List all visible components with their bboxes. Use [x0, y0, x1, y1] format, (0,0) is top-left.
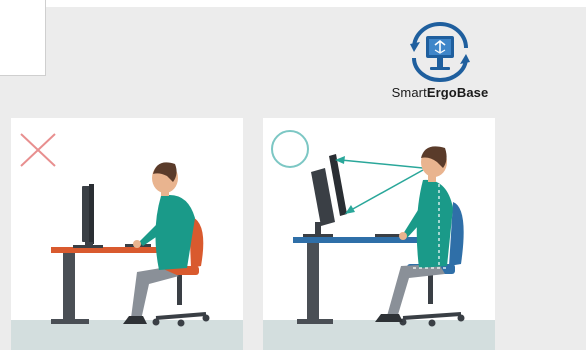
- floor: [263, 320, 495, 350]
- slouching-person: [123, 162, 195, 324]
- monitor: [73, 184, 103, 248]
- brand-name-prefix: Smart: [392, 85, 427, 100]
- smartergobase-brand: SmartErgoBase: [384, 22, 496, 104]
- correct-posture-panel: [263, 118, 495, 350]
- brand-name-strong: ErgoBase: [427, 85, 489, 100]
- correct-posture-illustration: [263, 118, 495, 350]
- incorrect-posture-illustration: [11, 118, 243, 350]
- top-left-card: [0, 0, 46, 76]
- rotating-monitor-icon: [402, 22, 478, 84]
- cross-icon: [21, 134, 55, 166]
- keyboard: [375, 234, 403, 237]
- brand-name: SmartErgoBase: [384, 85, 496, 100]
- desk: [51, 247, 175, 324]
- eye-line-guides: [335, 156, 423, 214]
- circle-icon: [272, 131, 308, 167]
- top-strip: [46, 0, 586, 7]
- monitor: [303, 154, 347, 237]
- incorrect-posture-panel: [11, 118, 243, 350]
- floor: [11, 320, 243, 350]
